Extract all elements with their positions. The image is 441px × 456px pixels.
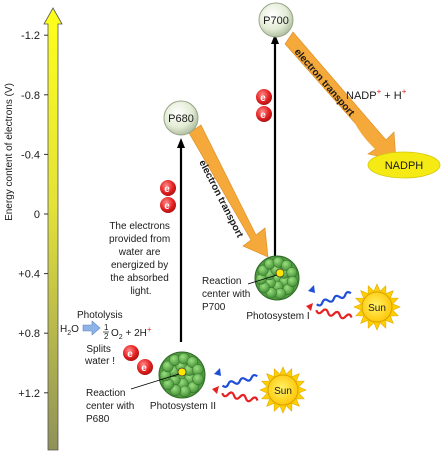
light-waves-ps2: [212, 368, 259, 403]
energy-axis: -1.2 -0.8 -0.4 0 +0.4 +0.8 +1.2 Energy content…: [4, 7, 63, 451]
sun-label-ps2: Sun: [274, 386, 292, 397]
axis-tick-label: +1.2: [18, 388, 40, 400]
electron: e: [160, 197, 176, 213]
pigment-granule: [192, 373, 204, 385]
axis-label: Energy content of electrons (V): [4, 83, 15, 221]
p700-label: P700: [263, 15, 289, 27]
sun-label-ps1: Sun: [368, 303, 386, 314]
ps2-pointer-line: [130, 373, 180, 390]
red-light-wave: [221, 391, 259, 403]
electron: e -: [137, 357, 154, 375]
ps1-reaction-center-label: Reaction center with P700: [202, 276, 253, 313]
electron-transport-label-2: electron transport: [292, 47, 357, 119]
svg-text:O2 + 2H+: O2 + 2H+: [111, 325, 152, 341]
svg-text:e: e: [127, 349, 133, 360]
nadph-product: NADPH: [367, 151, 441, 179]
axis-tick-label: +0.4: [18, 269, 40, 281]
electron-transport-arrow-1: [188, 124, 269, 258]
electron-transport-arrows: [188, 31, 397, 258]
electron: e: [256, 89, 272, 105]
photolysis-arrow: [82, 320, 101, 336]
svg-text:2: 2: [104, 332, 109, 341]
photolysis-products: 1 2 O2 + 2H+: [103, 323, 152, 341]
ps1-pointer-line: [247, 274, 278, 285]
svg-text:-: -: [151, 357, 154, 366]
electron: e -: [123, 343, 140, 361]
blue-light-wave: [221, 373, 258, 388]
electron-pair-top: e e: [256, 89, 272, 122]
axis-ticks: -1.2 -0.8 -0.4 0 +0.4 +0.8 +1.2: [18, 30, 48, 400]
photosystem-2: Reaction center with P680 Photosystem II: [86, 351, 216, 425]
photosystem-1-complex: [254, 255, 300, 301]
svg-text:e: e: [141, 363, 147, 374]
photosystem-1-label: Photosystem I: [246, 311, 309, 322]
axis-tick-label: +0.8: [18, 328, 40, 340]
axis-tick-label: -1.2: [21, 30, 40, 42]
svg-text:e: e: [164, 184, 170, 195]
electron-pair-bottom: e - e -: [123, 343, 154, 375]
splits-water-label: Splits water !: [84, 344, 115, 367]
electrons-explanation: The electrons provided from water are en…: [109, 221, 173, 297]
axis-tick-label: 0: [34, 209, 40, 221]
axis-tick-label: -0.4: [21, 149, 40, 161]
svg-text:-: -: [137, 343, 140, 352]
p700-sphere: P700: [258, 2, 294, 38]
water-formula: H2O: [60, 324, 79, 337]
p680-label: P680: [168, 113, 194, 125]
photolysis-label: Photolysis: [77, 310, 123, 321]
nadp-curved-arrow: [349, 109, 384, 154]
electron-pair-middle: e e: [160, 180, 176, 213]
svg-text:e: e: [260, 110, 266, 121]
excitation-arrows: [177, 34, 279, 342]
blue-light-wave: [316, 291, 352, 307]
ps2-excitation-arrowhead: [177, 138, 185, 148]
ps1-reaction-center: [275, 268, 285, 278]
p680-sphere: P680: [163, 100, 199, 136]
axis-tick-label: -0.8: [21, 90, 40, 102]
svg-text:1: 1: [104, 323, 109, 332]
nadp-label: NADP+ + H+: [346, 87, 407, 102]
sun-ps1: [353, 283, 401, 331]
sun-ps2: [259, 366, 307, 414]
light-waves-ps1: [306, 285, 353, 320]
photosystem-2-label: Photosystem II: [150, 401, 216, 412]
nadph-label: NADPH: [385, 160, 424, 172]
energy-axis-arrow: [43, 7, 63, 451]
ps1-excitation-arrowhead: [271, 34, 279, 44]
svg-text:e: e: [260, 93, 266, 104]
electron: e: [160, 180, 176, 196]
photosystem-1: Reaction center with P700 Photosystem I: [202, 255, 310, 322]
sun-disc: [267, 374, 299, 406]
pigment-granule: [286, 275, 298, 287]
sun-disc: [361, 291, 393, 323]
ps2-reaction-center: [177, 367, 187, 377]
red-light-wave: [315, 308, 353, 320]
svg-text:e: e: [164, 201, 170, 212]
electron: e: [256, 106, 272, 122]
ps2-reaction-center-label: Reaction center with P680: [86, 388, 137, 425]
photolysis-area: Photolysis H2O 1 2 O2 + 2H+ Splits water…: [60, 310, 152, 367]
